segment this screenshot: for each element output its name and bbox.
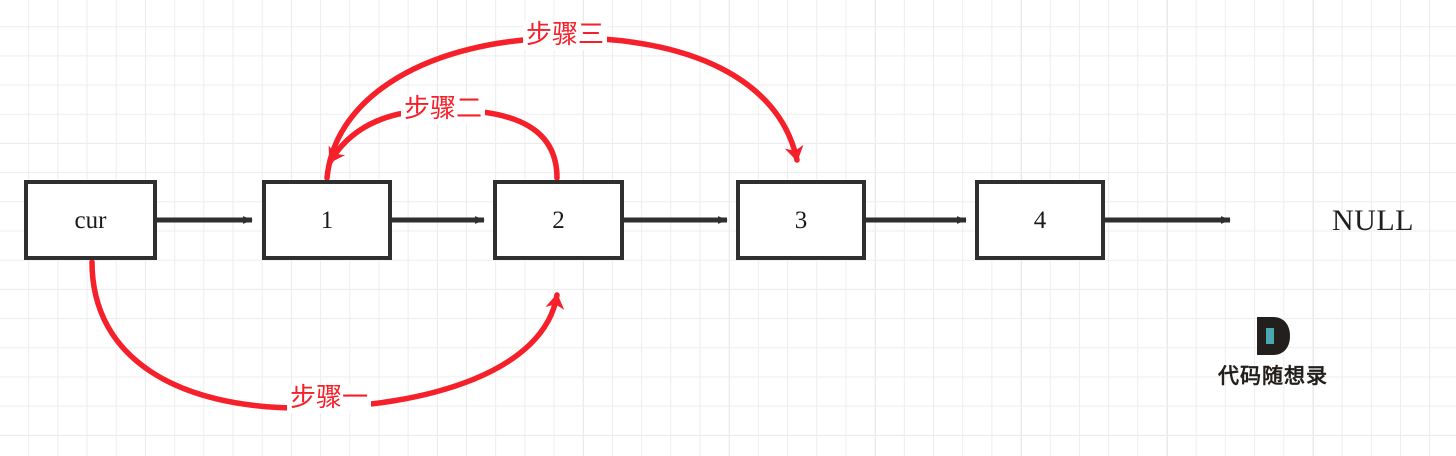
step-3-label: 步骤三 bbox=[523, 20, 608, 50]
node-label: 2 bbox=[552, 206, 565, 234]
null-terminal-label: NULL bbox=[1332, 204, 1414, 237]
node-label: cur bbox=[74, 206, 107, 234]
step-2-label: 步骤二 bbox=[401, 94, 486, 124]
node-2: 2 bbox=[493, 180, 624, 260]
node-4: 4 bbox=[975, 180, 1105, 260]
node-cur: cur bbox=[24, 180, 157, 260]
node-label: 4 bbox=[1033, 206, 1047, 234]
watermark: 代码随想录 bbox=[1203, 314, 1343, 392]
watermark-text: 代码随想录 bbox=[1218, 364, 1328, 388]
node-label: 3 bbox=[794, 206, 808, 234]
step-3-arrow bbox=[324, 35, 804, 181]
watermark-logo-icon bbox=[1251, 314, 1295, 358]
step-1-label: 步骤一 bbox=[287, 383, 372, 413]
node-label: 1 bbox=[320, 206, 334, 234]
letter-d-logo-icon bbox=[1257, 317, 1290, 355]
node-3: 3 bbox=[736, 180, 866, 260]
node-1: 1 bbox=[262, 180, 392, 260]
